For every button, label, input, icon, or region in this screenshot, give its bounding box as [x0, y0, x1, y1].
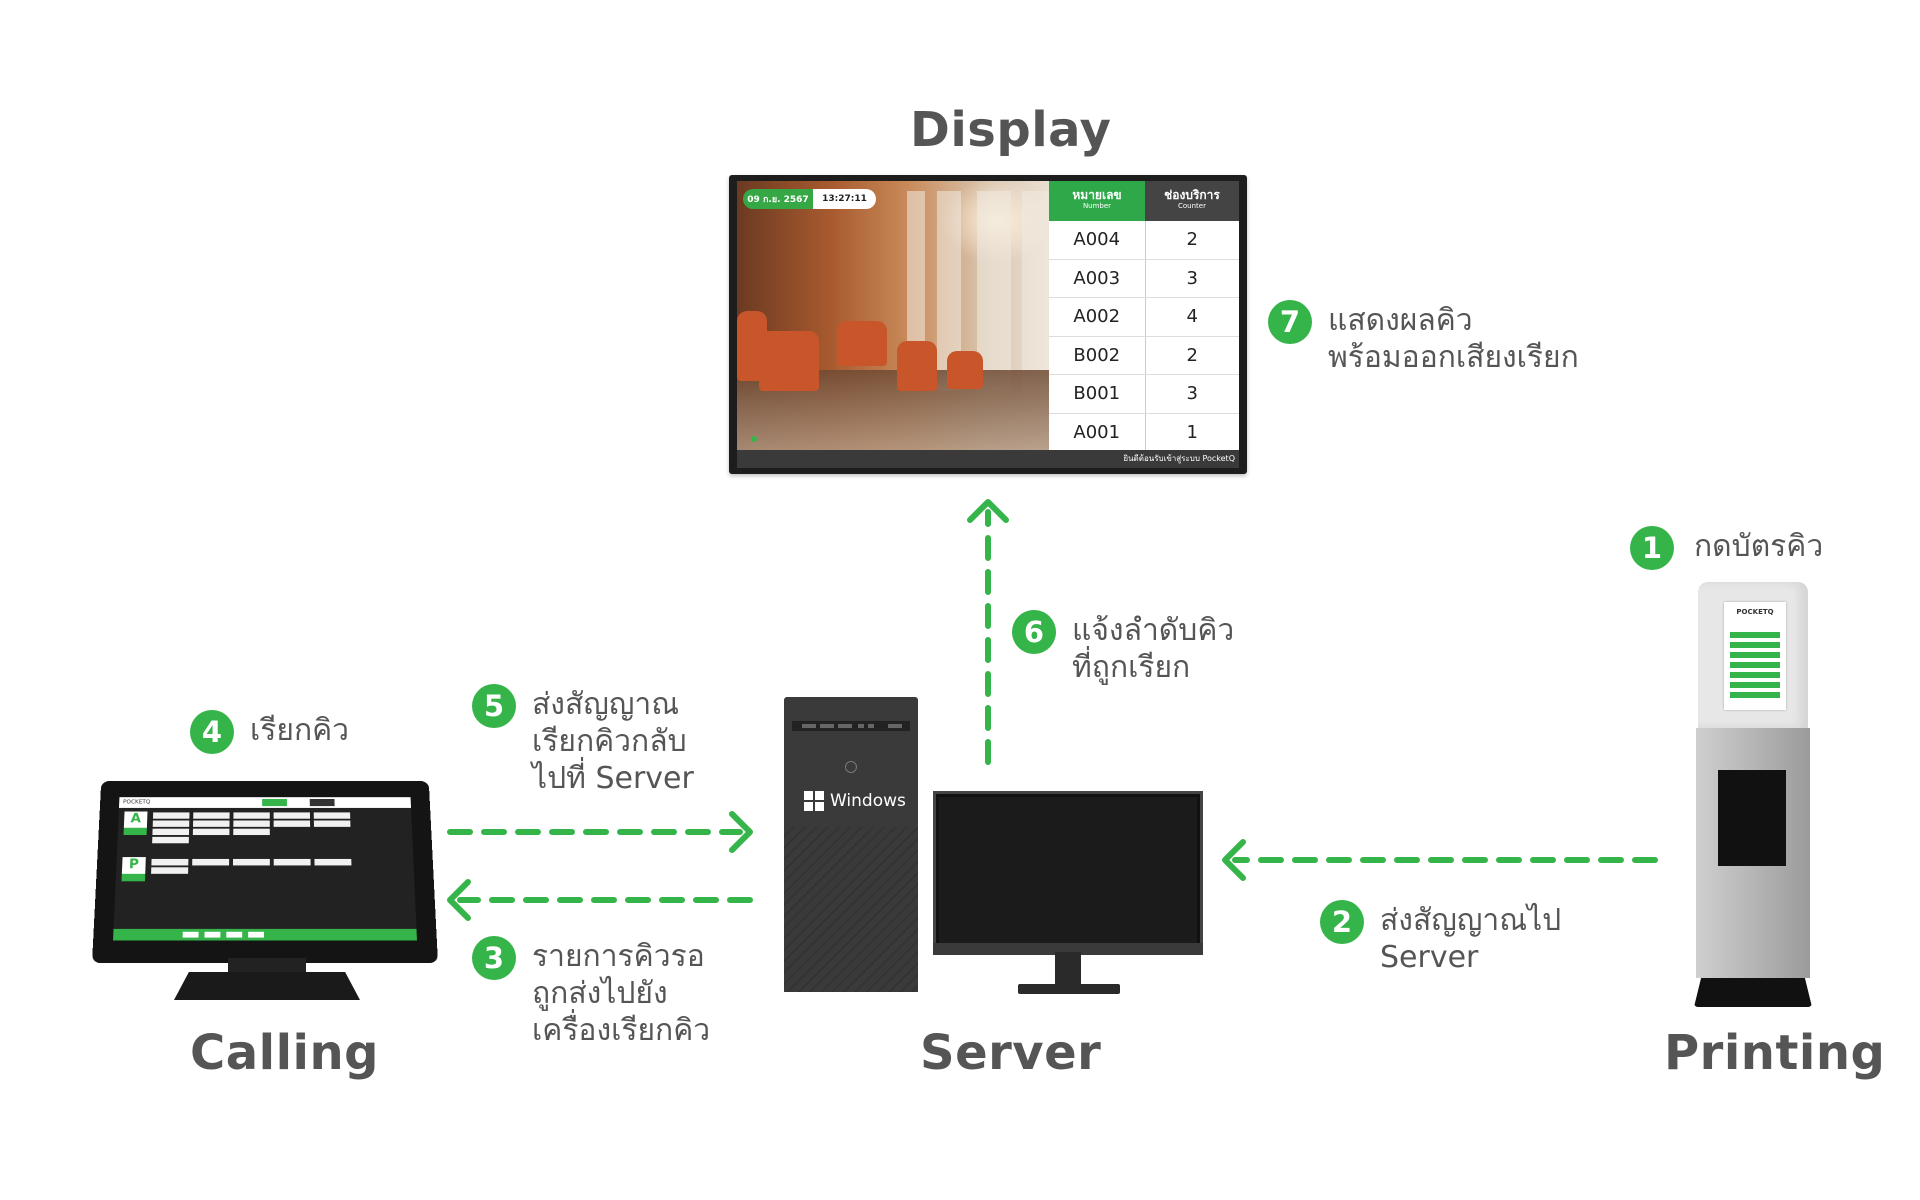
step-text: แสดงผลคิว พร้อมออกเสียงเรียก	[1328, 303, 1579, 375]
step-5: 5 ส่งสัญญาณ เรียกคิวกลับ ไปที่ Server	[472, 684, 694, 797]
os-label: Windows	[830, 791, 906, 811]
server-monitor-chin	[933, 943, 1203, 955]
service-letter-a: A	[123, 811, 148, 836]
restaurant-background-image	[737, 181, 1049, 450]
calling-topbar: POCKETQ	[118, 797, 412, 808]
datetime-pill: 09 ก.ย. 2567 13:27:11	[743, 189, 876, 209]
step-badge: 5	[472, 684, 516, 728]
step-1: 1 กดบัตรคิว	[1630, 526, 1824, 570]
calling-footer	[113, 928, 417, 941]
windows-logo-icon	[804, 791, 824, 811]
tower-vent	[792, 721, 910, 731]
arrowhead-left-calling	[447, 879, 471, 921]
kiosk-brand: POCKETQ	[1736, 608, 1774, 616]
status-dot-icon	[751, 436, 757, 442]
ticket-slot	[1718, 770, 1786, 866]
col-counter-sub: Counter	[1178, 202, 1206, 210]
arrowhead-up	[967, 499, 1009, 523]
step-text: ส่งสัญญาณ เรียกคิวกลับ ไปที่ Server	[532, 687, 694, 796]
step-badge: 3	[472, 936, 516, 980]
ticker-text: ยินดีต้อนรับเข้าสู่ระบบ PocketQ	[737, 450, 1239, 468]
server-tower: Windows	[784, 697, 918, 992]
title-printing: Printing	[1664, 1025, 1886, 1081]
display-monitor: 09 ก.ย. 2567 13:27:11 หมายเลข Number ช่อ…	[729, 175, 1247, 474]
calling-tablet: POCKETQ A P	[92, 768, 438, 1000]
server-monitor-foot	[1018, 984, 1120, 994]
step-badge: 1	[1630, 526, 1674, 570]
tablet-stand	[228, 958, 306, 976]
title-calling: Calling	[190, 1025, 380, 1081]
calling-screen: POCKETQ A P	[113, 797, 417, 941]
step-text: ส่งสัญญาณไป Server	[1380, 903, 1562, 975]
calling-brand: POCKETQ	[122, 798, 151, 806]
title-server: Server	[920, 1025, 1102, 1081]
arrowhead-left-server	[1222, 839, 1246, 881]
windows-badge: Windows	[804, 791, 906, 811]
server-monitor-neck	[1055, 952, 1081, 986]
tablet-base	[174, 972, 360, 1000]
service-letter-p: P	[121, 857, 146, 882]
printing-kiosk: POCKETQ	[1694, 582, 1812, 1007]
step-text: เรียกคิว	[250, 713, 350, 748]
step-7: 7 แสดงผลคิว พร้อมออกเสียงเรียก	[1268, 300, 1579, 376]
col-number-header: หมายเลข	[1072, 188, 1122, 202]
step-4: 4 เรียกคิว	[190, 710, 350, 754]
step-3: 3 รายการคิวรอ ถูกส่งไปยัง เครื่องเรียกคิ…	[472, 936, 711, 1049]
step-2: 2 ส่งสัญญาณไป Server	[1320, 900, 1562, 976]
step-text: แจ้งลำดับคิว ที่ถูกเรียก	[1072, 613, 1235, 685]
step-text: กดบัตรคิว	[1694, 529, 1824, 564]
step-badge: 7	[1268, 300, 1312, 344]
step-badge: 6	[1012, 610, 1056, 654]
arrowhead-right	[729, 811, 753, 853]
power-button-icon	[845, 761, 857, 773]
date-text: 09 ก.ย. 2567	[743, 189, 813, 209]
step-badge: 2	[1320, 900, 1364, 944]
col-counter-header: ช่องบริการ	[1164, 188, 1220, 202]
queue-table-header: หมายเลข Number ช่องบริการ Counter	[1049, 181, 1239, 221]
step-text: รายการคิวรอ ถูกส่งไปยัง เครื่องเรียกคิว	[532, 939, 711, 1048]
title-display: Display	[910, 102, 1112, 158]
time-text: 13:27:11	[813, 189, 876, 209]
col-number-sub: Number	[1082, 202, 1112, 210]
kiosk-screen: POCKETQ	[1724, 602, 1786, 710]
step-badge: 4	[190, 710, 234, 754]
display-screen: 09 ก.ย. 2567 13:27:11 หมายเลข Number ช่อ…	[737, 181, 1239, 468]
step-6: 6 แจ้งลำดับคิว ที่ถูกเรียก	[1012, 610, 1235, 686]
kiosk-base	[1694, 978, 1812, 1007]
server-monitor	[933, 791, 1203, 952]
